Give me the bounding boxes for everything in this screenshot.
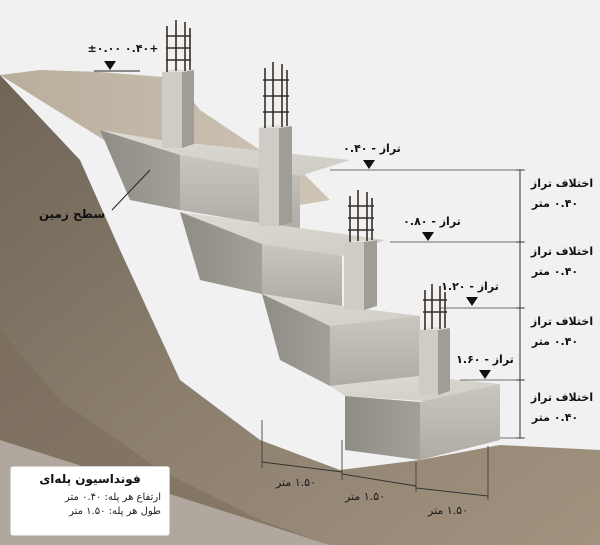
length-dimension-1: ۱.۵۰ متر [261,420,343,489]
column-3 [344,190,377,310]
height-dimension [516,169,524,439]
length-dimension-3: ۱.۵۰ متر [415,446,489,517]
foundation-step-3 [262,294,420,386]
svg-text:اختلاف تراز: اختلاف تراز [530,245,593,258]
legend-title: فونداسیون پله‌ای [39,472,141,486]
legend-step-length: طول هر پله: ۱.۵۰ متر [69,506,161,517]
svg-text:۰.۴۰ متر: ۰.۴۰ متر [531,265,578,278]
level-label-4: تراز - ۱.۶۰ [456,353,514,366]
column-1 [162,20,194,148]
legend-step-height: ارتفاع هر پله: ۰.۴۰ متر [65,492,161,503]
height-label-2: اختلاف تراز ۰.۴۰ متر [530,245,593,278]
length-label-2: ۱.۵۰ متر [344,490,385,503]
svg-text:اختلاف تراز: اختلاف تراز [530,315,593,328]
height-label-1: اختلاف تراز ۰.۴۰ متر [530,177,593,210]
ground-surface-callout: سطح زمین [39,169,151,221]
level-label-3: تراز - ۱.۲۰ [441,280,499,293]
height-label-3: اختلاف تراز ۰.۴۰ متر [530,315,593,348]
ground-surface-label: سطح زمین [39,207,105,221]
legend-box: فونداسیون پله‌ای ارتفاع هر پله: ۰.۴۰ متر… [10,466,170,536]
length-label-3: ۱.۵۰ متر [427,504,468,517]
svg-text:اختلاف تراز: اختلاف تراز [530,177,593,190]
svg-text:۰.۴۰ متر: ۰.۴۰ متر [531,411,578,424]
foundation-step-2 [180,212,385,306]
level-marker-1: تراز - ۰.۴۰ [330,142,525,171]
level-marker-4: تراز - ۱.۶۰ [456,353,525,381]
column-4 [419,284,450,395]
top-level-marker: +۰.۴۰ ±۰.۰۰ [88,42,159,72]
level-label-1: تراز - ۰.۴۰ [343,142,401,155]
foundation-step-4 [330,376,500,460]
top-level-label: +۰.۴۰ ±۰.۰۰ [88,42,159,55]
svg-text:۰.۴۰ متر: ۰.۴۰ متر [531,335,578,348]
level-marker-2: تراز - ۰.۸۰ [390,215,525,243]
svg-text:اختلاف تراز: اختلاف تراز [530,391,593,404]
length-dimension-2: ۱.۵۰ متر [341,440,417,503]
level-label-2: تراز - ۰.۸۰ [403,215,461,228]
length-label-1: ۱.۵۰ متر [275,476,316,489]
svg-text:۰.۴۰ متر: ۰.۴۰ متر [531,197,578,210]
height-label-4: اختلاف تراز ۰.۴۰ متر [530,391,593,424]
column-2 [259,62,292,226]
level-marker-3: تراز - ۱.۲۰ [440,280,525,309]
